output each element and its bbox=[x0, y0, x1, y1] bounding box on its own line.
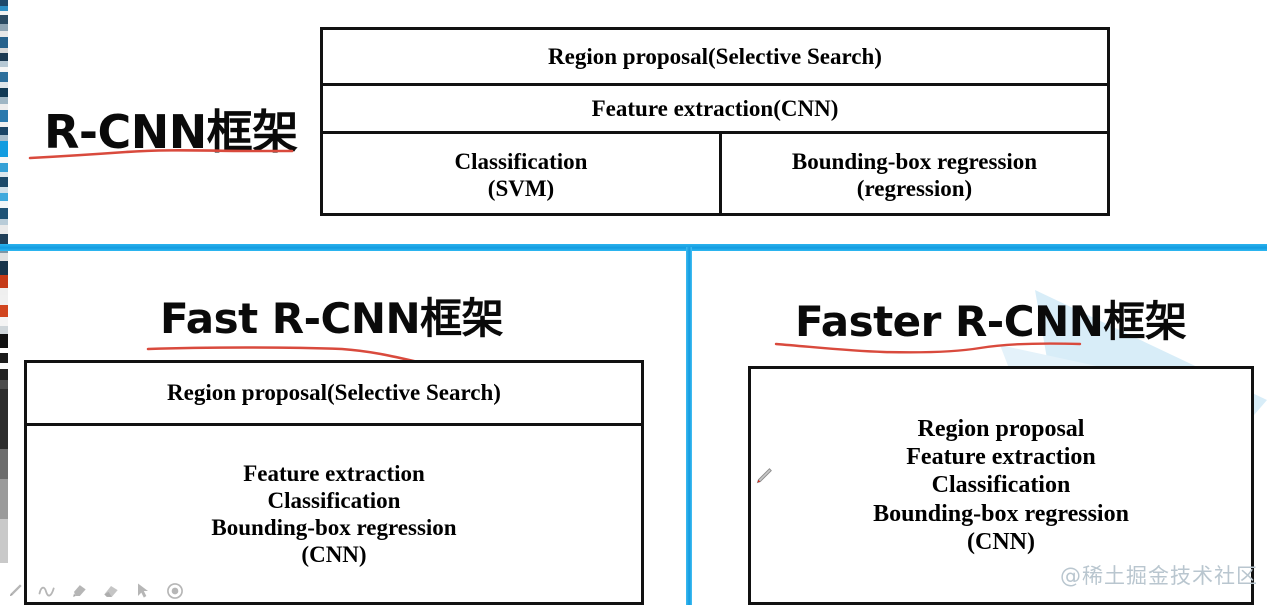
edge-strip-segment bbox=[0, 24, 8, 31]
highlighter-icon[interactable] bbox=[68, 580, 90, 602]
pen-icon[interactable] bbox=[4, 580, 26, 602]
edge-strip-segment bbox=[0, 295, 8, 305]
edge-strip-segment bbox=[0, 479, 8, 519]
edge-strip-segment bbox=[0, 53, 8, 61]
cell-bounding-box-regression: Bounding-box regression (regression) bbox=[719, 134, 1107, 216]
freehand-squiggle-icon[interactable] bbox=[36, 580, 58, 602]
edge-strip-segment bbox=[0, 275, 8, 288]
edge-strip-segment bbox=[0, 127, 8, 135]
edge-strip-segment bbox=[0, 225, 8, 234]
edge-strip-segment bbox=[0, 82, 8, 88]
edge-strip-segment bbox=[0, 326, 8, 334]
pointer-arrow-icon[interactable] bbox=[132, 580, 154, 602]
edge-strip-segment bbox=[0, 141, 8, 157]
edge-strip-segment bbox=[0, 449, 8, 479]
edge-strip-segment bbox=[0, 157, 8, 163]
cell-unified-cnn-stack: Region proposal Feature extraction Class… bbox=[873, 415, 1129, 555]
record-target-icon[interactable] bbox=[164, 580, 186, 602]
edge-strip-segment bbox=[0, 72, 8, 82]
edge-strip-segment bbox=[0, 389, 8, 449]
cell-feature-extraction: Feature extraction(CNN) bbox=[591, 95, 839, 121]
edge-strip-segment bbox=[0, 88, 8, 97]
edge-strip-segment bbox=[0, 334, 8, 348]
edge-strip-segment bbox=[0, 348, 8, 353]
table-row: Feature extraction Classification Boundi… bbox=[27, 423, 641, 602]
edge-strip-segment bbox=[0, 97, 8, 104]
eraser-icon[interactable] bbox=[100, 580, 122, 602]
cell-classification: Classification (SVM) bbox=[454, 148, 588, 201]
table-row: Region proposal Feature extraction Class… bbox=[751, 369, 1251, 602]
fast-rcnn-framework-box: Region proposal(Selective Search) Featur… bbox=[24, 360, 644, 605]
edge-strip-segment bbox=[0, 37, 8, 48]
cell-cnn-stack: Feature extraction Classification Boundi… bbox=[211, 460, 457, 568]
edge-strip-segment bbox=[0, 31, 8, 37]
edge-strip-segment bbox=[0, 208, 8, 219]
edge-strip-segment bbox=[0, 6, 8, 11]
edge-strip-segment bbox=[0, 353, 8, 363]
edge-strip-segment bbox=[0, 0, 8, 6]
page-title-faster-rcnn: Faster R-CNN框架 bbox=[795, 297, 1187, 346]
edge-strip-segment bbox=[0, 15, 8, 24]
vertical-divider bbox=[686, 247, 692, 605]
edge-strip-segment bbox=[0, 363, 8, 369]
edge-strip-segment bbox=[0, 519, 8, 563]
table-row: Region proposal(Selective Search) bbox=[27, 363, 641, 423]
table-row: Classification (SVM) Bounding-box regres… bbox=[323, 131, 1107, 216]
faster-rcnn-framework-box: Region proposal Feature extraction Class… bbox=[748, 366, 1254, 605]
edge-strip-segment bbox=[0, 177, 8, 187]
cell-region-proposal: Region proposal(Selective Search) bbox=[167, 380, 501, 406]
edge-strip-segment bbox=[0, 104, 8, 110]
edge-strip-segment bbox=[0, 305, 8, 317]
edge-strip-segment bbox=[0, 288, 8, 295]
edge-strip-segment bbox=[0, 172, 8, 177]
edge-strip-segment bbox=[0, 369, 8, 380]
table-row: Feature extraction(CNN) bbox=[323, 83, 1107, 131]
cell-region-proposal: Region proposal(Selective Search) bbox=[548, 43, 882, 69]
table-row: Region proposal(Selective Search) bbox=[323, 30, 1107, 83]
edge-strip-segment bbox=[0, 67, 8, 72]
edge-strip-segment bbox=[0, 193, 8, 201]
edge-strip-segment bbox=[0, 261, 8, 275]
page-title-rcnn: R-CNN框架 bbox=[44, 105, 298, 159]
edge-strip-segment bbox=[0, 135, 8, 141]
edge-strip-segment bbox=[0, 122, 8, 127]
left-edge-strip bbox=[0, 0, 8, 605]
edge-strip-segment bbox=[0, 317, 8, 326]
edge-strip-segment bbox=[0, 11, 8, 15]
annotation-toolbar[interactable] bbox=[4, 578, 186, 604]
edge-strip-segment bbox=[0, 234, 8, 246]
edge-strip-segment bbox=[0, 253, 8, 261]
horizontal-divider bbox=[0, 244, 1267, 251]
edge-strip-segment bbox=[0, 110, 8, 122]
edge-strip-segment bbox=[0, 163, 8, 172]
edge-strip-segment bbox=[0, 380, 8, 389]
rcnn-framework-box: Region proposal(Selective Search) Featur… bbox=[320, 27, 1110, 216]
edge-strip-segment bbox=[0, 201, 8, 208]
edge-strip-segment bbox=[0, 61, 8, 67]
edge-strip-segment bbox=[0, 187, 8, 193]
page-title-fast-rcnn: Fast R-CNN框架 bbox=[160, 294, 504, 343]
edge-strip-segment bbox=[0, 219, 8, 225]
edge-strip-segment bbox=[0, 48, 8, 53]
